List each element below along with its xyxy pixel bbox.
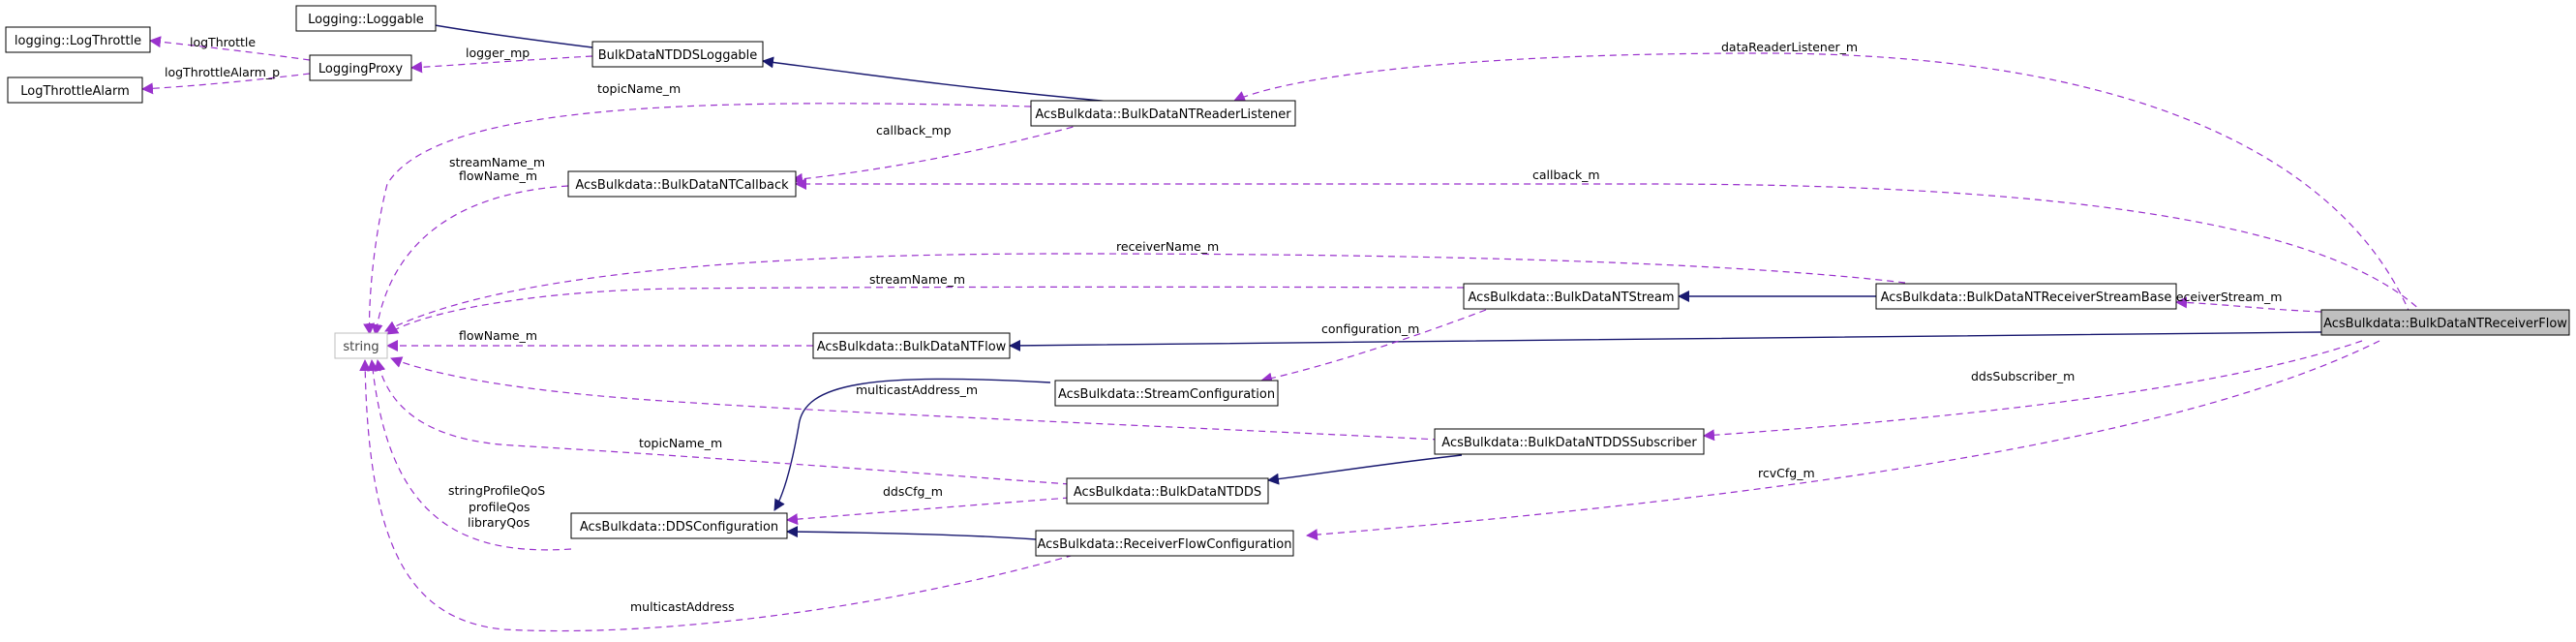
node-label: AcsBulkdata::BulkDataNTStream [1469,290,1675,305]
node-label: AcsBulkdata::BulkDataNTFlow [817,340,1007,354]
node-callback[interactable]: AcsBulkdata::BulkDataNTCallback [567,170,797,198]
edge-label-dds-subscriber: ddsSubscriber_m [1971,369,2075,383]
edge-label-qos-2: profileQos [469,500,530,514]
edge-ntdds-to-dds-configuration [773,378,1051,511]
node-log-throttle[interactable]: logging::LogThrottle [5,26,151,53]
node-receiver-stream-base[interactable]: AcsBulkdata::BulkDataNTReceiverStreamBas… [1875,283,2177,310]
node-label: AcsBulkdata::BulkDataNTDDS [1074,485,1261,500]
node-label: LogThrottleAlarm [20,84,129,99]
edge-label-multicast-address-m: multicastAddress_m [856,382,978,397]
node-logging-loggable[interactable]: Logging::Loggable [295,5,437,32]
edge-label-data-reader-listener: dataReaderListener_m [1721,40,1858,54]
edge-label-multicast-address: multicastAddress [630,599,735,614]
edge-reader-listener-to-callback [791,123,1085,185]
edges [141,18,2426,632]
edge-receiver-flow-to-dds-subscriber [1703,340,2363,442]
edge-reader-listener-to-string-topic [363,103,1032,335]
edge-ntdds-loggable-to-loggable [417,18,601,49]
edge-dds-subscriber-to-ntdds [1267,454,1463,485]
edge-receiver-flow-config-to-dds-configuration [786,526,1037,540]
node-dds-configuration[interactable]: AcsBulkdata::DDSConfiguration [570,512,788,539]
edge-label-stream-flow-name-2: flowName_m [459,168,537,183]
edge-stream-to-stream-configuration [1260,309,1487,384]
node-label: AcsBulkdata::StreamConfiguration [1058,387,1275,402]
edge-logging-proxy-to-log-throttle-alarm [141,73,311,95]
edge-logging-proxy-to-log-throttle [149,36,311,61]
edge-label-callback-m: callback_m [1532,168,1600,182]
node-receiver-flow[interactable]: AcsBulkdata::BulkDataNTReceiverFlow [2320,309,2570,336]
edge-label-qos-3: libraryQos [468,515,530,530]
node-label: BulkDataNTDDSLoggable [598,48,758,63]
node-logging-proxy[interactable]: LoggingProxy [309,54,412,81]
edge-label-stream-flow-name-1: streamName_m [449,155,545,169]
edge-callback-to-string [371,185,569,336]
edge-labels: logThrottle logThrottleAlarm_p logger_mp… [165,35,2282,614]
node-label: string [343,340,379,354]
edge-label-log-throttle-alarm: logThrottleAlarm_p [165,65,280,79]
node-label: AcsBulkdata::BulkDataNTDDSSubscriber [1441,436,1697,450]
node-label: AcsBulkdata::BulkDataNTCallback [575,178,789,193]
edge-ntdds-to-string [374,359,1071,485]
node-label: AcsBulkdata::BulkDataNTReceiverStreamBas… [1881,290,2172,305]
edge-reader-listener-to-ntdds-loggable [762,56,1124,104]
edge-label-log-throttle: logThrottle [190,35,256,49]
node-dds-subscriber[interactable]: AcsBulkdata::BulkDataNTDDSSubscriber [1434,428,1705,455]
edge-label-dds-cfg: ddsCfg_m [883,484,943,499]
node-bulkdata-ntdds-loggable[interactable]: BulkDataNTDDSLoggable [591,41,764,68]
node-ntdds[interactable]: AcsBulkdata::BulkDataNTDDS [1066,477,1269,504]
node-stream[interactable]: AcsBulkdata::BulkDataNTStream [1463,283,1680,310]
edge-label-topic-name-dds: topicName_m [639,436,722,450]
edge-label-configuration: configuration_m [1321,321,1419,336]
node-label: AcsBulkdata::BulkDataNTReceiverFlow [2323,317,2567,331]
edge-dds-configuration-to-string [367,359,572,551]
edge-dds-subscriber-to-string [390,356,1440,441]
edge-label-receiver-stream: receiverStream_m [2171,290,2282,304]
node-label: logging::LogThrottle [15,34,141,48]
node-string[interactable]: string [334,332,388,359]
edge-stream-to-string [386,286,1465,335]
edge-receiver-flow-to-receiver-flow-config [1306,340,2380,541]
node-label: AcsBulkdata::BulkDataNTReaderListener [1035,107,1291,122]
edge-receiver-flow-to-receiver-stream-base [2175,296,2322,313]
edge-receiver-stream-base-to-string-receiver-name [384,253,1906,332]
nodes: Logging::Loggable logging::LogThrottle L… [5,5,2570,557]
edge-label-callback-mp: callback_mp [876,123,952,138]
edge-ntdds-to-dds-configuration-cfg [786,497,1071,526]
node-label: Logging::Loggable [308,13,424,27]
node-reader-listener[interactable]: AcsBulkdata::BulkDataNTReaderListener [1030,100,1296,127]
edge-label-rcv-cfg: rcvCfg_m [1758,466,1815,480]
node-receiver-flow-configuration[interactable]: AcsBulkdata::ReceiverFlowConfiguration [1035,530,1294,557]
edge-label-flow-name: flowName_m [459,328,537,343]
edge-label-qos-1: stringProfileQoS [448,483,545,498]
edge-label-topic-name-listener: topicName_m [597,81,681,96]
edge-label-receiver-name: receiverName_m [1116,239,1219,254]
node-label: LoggingProxy [318,62,403,76]
node-log-throttle-alarm[interactable]: LogThrottleAlarm [7,76,143,104]
edge-receiver-flow-to-reader-listener [1233,52,2411,316]
edge-label-stream-name: streamName_m [869,272,965,287]
node-stream-configuration[interactable]: AcsBulkdata::StreamConfiguration [1054,380,1279,407]
edge-receiver-flow-to-flow [1009,331,2322,352]
node-label: AcsBulkdata::DDSConfiguration [580,520,778,535]
edge-label-logger: logger_mp [466,46,530,60]
node-flow[interactable]: AcsBulkdata::BulkDataNTFlow [812,332,1011,359]
edge-ntdds-loggable-to-logging-proxy [410,55,593,74]
node-label: AcsBulkdata::ReceiverFlowConfiguration [1037,537,1291,552]
edge-receiver-flow-to-callback [795,178,2426,316]
